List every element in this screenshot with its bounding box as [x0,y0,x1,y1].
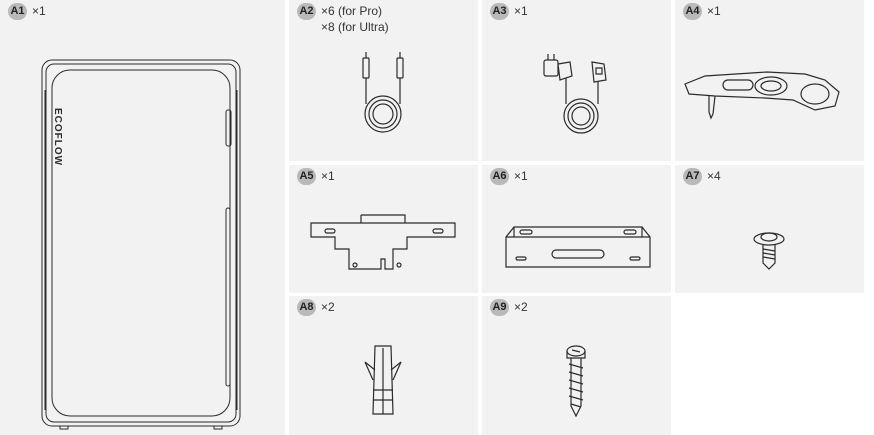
plug-cable-icon [482,0,671,161]
item-a2: A2 ×6 (for Pro) ×8 (for Ultra) [289,0,478,161]
item-a6: A6 ×1 [482,165,671,293]
item-code-badge: A8 [297,299,316,316]
item-quantity: ×1 [514,169,528,183]
item-code-badge: A1 [8,3,27,20]
item-code-badge: A9 [490,299,509,316]
coiled-cable-icon [289,0,478,161]
item-a8: A8 ×2 [289,296,478,435]
item-a3: A3 ×1 [482,0,671,161]
item-quantity: ×6 (for Pro) [321,4,383,18]
brand-logo: ECOFLOW [52,108,63,166]
long-screw-icon [482,296,671,435]
item-a4: A4 ×1 [675,0,864,161]
item-quantity: ×1 [514,4,528,18]
item-code-badge: A4 [683,3,702,20]
item-a1: A1 ×1 ECOFLOW [0,0,285,435]
item-quantity: ×2 [321,300,335,314]
item-quantity: ×1 [32,4,46,18]
item-code-badge: A3 [490,3,509,20]
item-quantity: ×1 [321,169,335,183]
item-quantity: ×2 [514,300,528,314]
short-screw-icon [675,165,864,293]
item-code-badge: A7 [683,168,702,185]
item-a5: A5 ×1 [289,165,478,293]
mounting-bracket-icon [289,165,478,293]
item-code-badge: A5 [297,168,316,185]
battery-unit-icon: ECOFLOW [0,0,285,435]
wrench-tool-icon [675,0,864,161]
item-quantity: ×4 [707,169,721,183]
item-code-badge: A2 [297,3,316,20]
item-code-badge: A6 [490,168,509,185]
item-quantity: ×1 [707,4,721,18]
wall-bracket-icon [482,165,671,293]
item-quantity-alt: ×8 (for Ultra) [321,20,389,34]
item-a7: A7 ×4 [675,165,864,293]
item-a9: A9 ×2 [482,296,671,435]
wall-anchor-icon [289,296,478,435]
